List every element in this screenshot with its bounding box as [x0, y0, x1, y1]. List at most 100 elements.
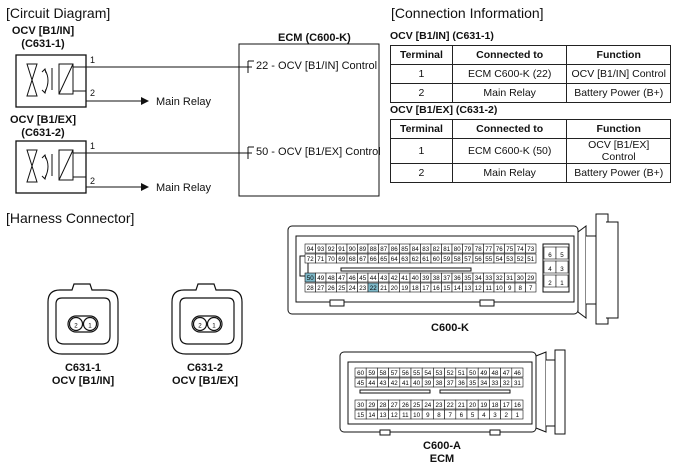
pin-number: 46 [349, 275, 356, 282]
c631-1-pin2: 2 [74, 323, 78, 330]
pin-number: 26 [328, 285, 335, 292]
pin-number: 71 [317, 256, 324, 263]
pin-number: 53 [436, 370, 443, 377]
pin-number: 16 [433, 285, 440, 292]
c631-2-caption: C631-2 OCV [B1/EX] [165, 362, 245, 388]
pin-number: 57 [464, 256, 471, 263]
pin-number: 74 [517, 246, 524, 253]
pin-number: 17 [503, 402, 510, 409]
pin-number: 34 [475, 275, 482, 282]
pin-number: 9 [508, 285, 512, 292]
pin-number: 31 [506, 275, 513, 282]
ecm-pin22-terminal [247, 60, 254, 73]
pin-number: 39 [422, 275, 429, 282]
pin-number: 37 [447, 380, 454, 387]
pin-cell [511, 367, 524, 378]
c631-1-pin1: 1 [88, 323, 92, 330]
pin-number: 49 [480, 370, 487, 377]
pin-number: 20 [469, 402, 476, 409]
table-cell: 2 [390, 83, 453, 103]
pin-number: 51 [458, 370, 465, 377]
pin-number: 5 [560, 252, 564, 259]
pin-number: 1 [560, 280, 564, 287]
pin-number: 6 [460, 412, 464, 419]
ocv2-code: (C631-2) [21, 127, 65, 139]
table-cell: 2 [390, 163, 453, 183]
pin-number: 84 [412, 246, 419, 253]
pin-number: 7 [529, 285, 533, 292]
pin-number: 5 [471, 412, 475, 419]
pin-number: 38 [436, 380, 443, 387]
pin-number: 41 [402, 380, 409, 387]
pin-number: 55 [485, 256, 492, 263]
pin-number: 33 [485, 275, 492, 282]
pin-number: 49 [317, 275, 324, 282]
pin-number: 29 [368, 402, 375, 409]
table-cell: Battery Power (B+) [566, 83, 671, 103]
pin-number: 13 [464, 285, 471, 292]
pin-number: 91 [338, 246, 345, 253]
c631-2-code: C631-2 [186, 362, 224, 374]
pin-cell [511, 409, 524, 420]
table-row: 2 Main Relay Battery Power (B+) [390, 83, 671, 103]
ocv1-component [15, 54, 87, 108]
ocv2-component [15, 140, 87, 194]
pin-number: 52 [517, 256, 524, 263]
c631-2-pin2: 2 [198, 323, 202, 330]
pin-number: 62 [412, 256, 419, 263]
pin-number: 86 [391, 246, 398, 253]
pin-number: 83 [422, 246, 429, 253]
ecm-title: ECM (C600-K) [278, 32, 351, 44]
table-header: Connected to [451, 119, 568, 139]
table1-title: OCV [B1/IN] (C631-1) [390, 30, 494, 42]
pin-number: 77 [485, 246, 492, 253]
pin-number: 17 [422, 285, 429, 292]
pin-number: 10 [496, 285, 503, 292]
pin-number: 34 [480, 380, 487, 387]
pin-number: 46 [514, 370, 521, 377]
pin-cell [525, 282, 537, 293]
pin-number: 13 [380, 412, 387, 419]
ocv2-name: OCV [B1/EX] [9, 114, 76, 126]
pin-number: 53 [506, 256, 513, 263]
pin-number: 80 [454, 246, 461, 253]
pin-cell [555, 246, 569, 260]
pin-number: 44 [368, 380, 375, 387]
pin-number: 4 [482, 412, 486, 419]
pin-number: 75 [506, 246, 513, 253]
table-header-row: Terminal Connected to Function [390, 119, 671, 139]
pin-number: 48 [492, 370, 499, 377]
ocv1-name: OCV [B1/IN] [11, 25, 75, 37]
pin-number: 40 [413, 380, 420, 387]
pin-number: 54 [424, 370, 431, 377]
pin-number: 44 [370, 275, 377, 282]
pin-cell [525, 272, 537, 283]
harness-connector-heading: [Harness Connector] [6, 210, 135, 226]
pin-number: 15 [443, 285, 450, 292]
pin-number: 37 [443, 275, 450, 282]
c631-1-name: OCV [B1/IN] [51, 375, 115, 387]
pin-number: 40 [412, 275, 419, 282]
ecm-pin50-label: 50 - OCV [B1/EX] Control [256, 146, 381, 158]
pin-number: 24 [349, 285, 356, 292]
pin-number: 60 [357, 370, 364, 377]
pin-number: 50 [469, 370, 476, 377]
pin-number: 19 [480, 402, 487, 409]
pin-number: 60 [433, 256, 440, 263]
pin-number: 36 [454, 275, 461, 282]
pin-number: 38 [433, 275, 440, 282]
ocv1-pin2-label: 2 [90, 88, 96, 98]
pin-number: 45 [357, 380, 364, 387]
pin-number: 42 [391, 275, 398, 282]
pin-number: 43 [380, 380, 387, 387]
pin-cell [511, 399, 524, 410]
c631-1-code: C631-1 [64, 362, 102, 374]
pin-number: 3 [493, 412, 497, 419]
table-header: Function [566, 119, 671, 139]
c600-a-caption: C600-A ECM [412, 440, 472, 466]
ocv2-label: OCV [B1/EX] (C631-2) [8, 114, 78, 140]
table-header-row: Terminal Connected to Function [390, 45, 671, 65]
pin-number: 21 [458, 402, 465, 409]
pin-number: 51 [527, 256, 534, 263]
